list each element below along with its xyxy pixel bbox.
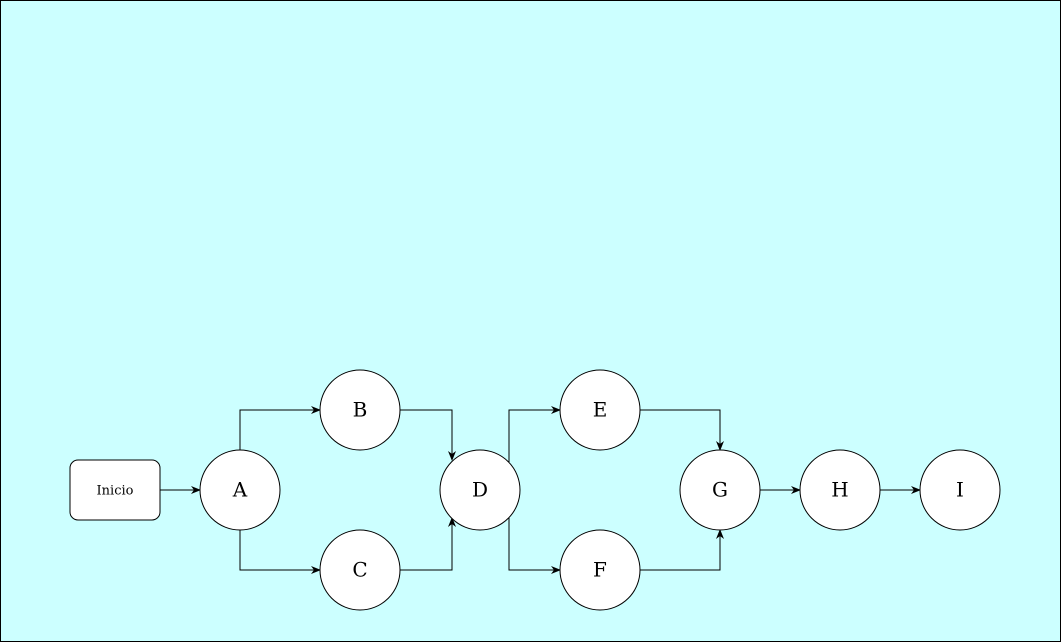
edge-e-to-g: [640, 409, 724, 451]
edge-c-to-d: [400, 517, 456, 571]
node-a[interactable]: A: [199, 449, 281, 531]
node-c-label: C: [352, 558, 367, 582]
node-i-circle: [919, 449, 1001, 531]
edges-group: [160, 406, 921, 574]
node-h-label: H: [831, 478, 848, 502]
node-i-label: I: [956, 478, 964, 502]
node-d[interactable]: D: [439, 449, 521, 531]
node-g[interactable]: G: [679, 449, 761, 531]
edge-d-to-e: [508, 406, 561, 462]
node-h[interactable]: H: [799, 449, 881, 531]
node-c[interactable]: C: [319, 529, 401, 611]
node-f-label: F: [593, 558, 607, 582]
node-a-label: A: [232, 478, 248, 502]
start-node[interactable]: Inicio: [69, 459, 161, 521]
node-d-label: D: [472, 478, 488, 502]
node-g-label: G: [712, 478, 728, 502]
node-e[interactable]: E: [559, 369, 641, 451]
edge-f-to-g: [640, 529, 724, 571]
node-f-circle: [559, 529, 641, 611]
edge-d-to-f: [508, 518, 561, 574]
edge-b-to-d: [400, 409, 456, 461]
node-b-circle: [319, 369, 401, 451]
start-node-label: Inicio: [97, 484, 134, 499]
node-f[interactable]: F: [559, 529, 641, 611]
node-a-circle: [199, 449, 281, 531]
node-i[interactable]: I: [919, 449, 1001, 531]
node-d-circle: [439, 449, 521, 531]
node-e-label: E: [593, 398, 608, 422]
node-c-circle: [319, 529, 401, 611]
node-e-circle: [559, 369, 641, 451]
start-node-box: [69, 459, 161, 521]
edge-a-to-b: [239, 406, 321, 450]
edge-a-to-c: [239, 530, 321, 574]
node-h-circle: [799, 449, 881, 531]
node-b[interactable]: B: [319, 369, 401, 451]
node-b-label: B: [353, 398, 368, 422]
node-g-circle: [679, 449, 761, 531]
